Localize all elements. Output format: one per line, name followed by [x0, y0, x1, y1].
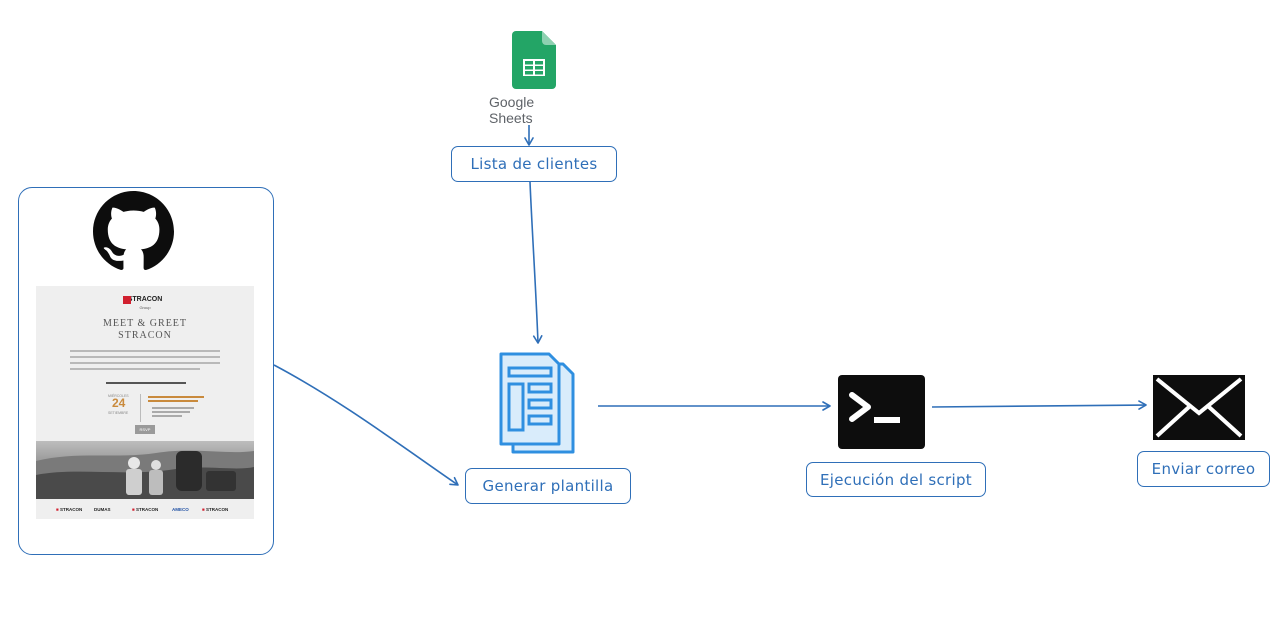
github-icon — [93, 191, 174, 276]
arrow-script-to-mail — [931, 400, 1147, 410]
footer-logo: AMECO — [172, 507, 189, 512]
arrow-card-to-generar — [273, 364, 459, 486]
node-ejecucion-script[interactable]: Ejecución del script — [806, 462, 986, 497]
email-title-line2: STRACON — [118, 330, 172, 341]
email-paragraph-line — [70, 356, 220, 358]
email-photo — [36, 441, 254, 499]
email-footer-logos: ■ STRACON DUMAS ■ STRACON AMECO ■ STRACO… — [36, 503, 254, 519]
email-event-line — [148, 400, 198, 402]
email-title: MEET & GREET STRACON — [36, 318, 254, 342]
footer-logo: ■ STRACON — [56, 507, 83, 512]
email-date-day: 24 — [112, 396, 126, 410]
terminal-icon — [838, 375, 925, 453]
footer-logo: ■ STRACON — [202, 507, 229, 512]
email-brand-sub: Group — [139, 305, 151, 310]
node-ejecucion-script-label: Ejecución del script — [820, 470, 972, 489]
google-wordmark: Google — [489, 94, 535, 110]
email-preview: STRACON Group MEET & GREET STRACON MIÉRC… — [36, 286, 254, 519]
node-enviar-correo-label: Enviar correo — [1151, 460, 1256, 478]
email-title-line1: MEET & GREET — [102, 318, 188, 329]
email-paragraph-line — [70, 362, 220, 364]
mail-icon — [1153, 375, 1245, 444]
google-sheets-icon — [512, 31, 556, 93]
email-paragraph-line — [70, 350, 220, 352]
email-event-line — [148, 396, 204, 398]
template-document-icon — [497, 352, 577, 458]
google-sheets-wordmark: Google Sheets — [489, 94, 581, 126]
email-address-line — [152, 407, 194, 409]
node-lista-clientes[interactable]: Lista de clientes — [451, 146, 617, 182]
email-paragraph-line — [70, 368, 200, 370]
email-date-weekday: MIÉRCOLES — [108, 394, 129, 398]
node-generar-plantilla-label: Generar plantilla — [482, 477, 614, 495]
email-date-month: SETIEMBRE — [108, 411, 129, 415]
email-date-divider — [140, 394, 141, 422]
email-address-line — [152, 415, 182, 417]
node-lista-clientes-label: Lista de clientes — [470, 155, 598, 173]
email-bold-line — [106, 382, 186, 384]
footer-logo: DUMAS — [94, 507, 111, 512]
email-rsvp-button: RSVP — [135, 425, 155, 434]
email-address-line — [152, 411, 190, 413]
arrow-lista-to-template — [529, 181, 543, 344]
node-enviar-correo[interactable]: Enviar correo — [1137, 451, 1270, 487]
footer-logo: ■ STRACON — [132, 507, 159, 512]
stracon-logo-icon — [123, 296, 131, 304]
email-brand: STRACON — [36, 296, 254, 304]
sheets-wordmark: Sheets — [489, 110, 533, 126]
node-generar-plantilla[interactable]: Generar plantilla — [465, 468, 631, 504]
